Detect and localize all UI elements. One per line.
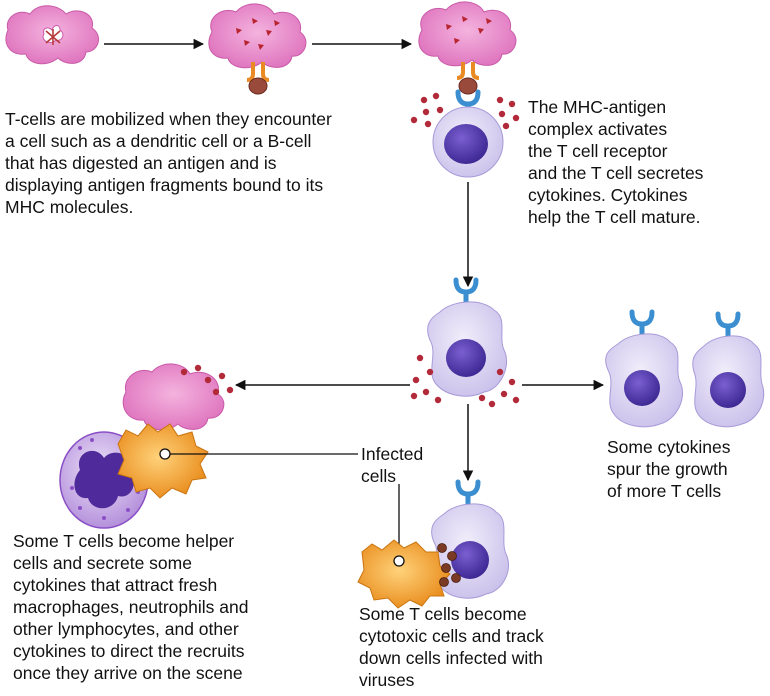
caption-cytotoxic-cells: Some T cells become cytotoxic cells and … — [359, 604, 544, 690]
mhc-receptor-complex — [455, 62, 481, 115]
t-cell-clone-1 — [605, 309, 683, 428]
dendritic-cell-presenting — [418, 1, 517, 67]
t-cell-clone-2 — [692, 311, 765, 428]
antigen-fragments — [236, 18, 280, 50]
infected-cell-left — [117, 423, 209, 499]
dendritic-cell-digesting — [5, 5, 100, 65]
caption-t-cell-growth: Some cytokines spur the growth of more T… — [607, 437, 731, 501]
t-cell-receptor-icon — [453, 277, 479, 305]
cytotoxic-granules — [437, 543, 461, 587]
infected-cell-bottom — [357, 539, 451, 609]
antigen-icon — [45, 29, 61, 45]
caption-tcells-mobilized: T-cells are mobilized when they encounte… — [5, 109, 332, 217]
mhc-molecule-icon — [246, 62, 270, 95]
caption-mhc-activation: The MHC-antigen complex activates the T … — [528, 97, 704, 227]
infected-marker — [159, 448, 171, 460]
caption-infected-cells: Infected cells — [361, 444, 424, 486]
infected-marker — [393, 555, 405, 567]
cytotoxic-t-cell — [431, 479, 509, 599]
dendritic-cell-fragments — [208, 3, 307, 69]
naive-t-cell — [432, 106, 504, 178]
cytokines-top — [410, 92, 520, 130]
cytokines-left — [180, 364, 234, 396]
cytokines-middle — [410, 354, 520, 408]
mature-t-cell — [427, 277, 507, 397]
recruited-macrophage — [122, 363, 225, 431]
caption-helper-cells: Some T cells become helper cells and sec… — [13, 531, 249, 683]
